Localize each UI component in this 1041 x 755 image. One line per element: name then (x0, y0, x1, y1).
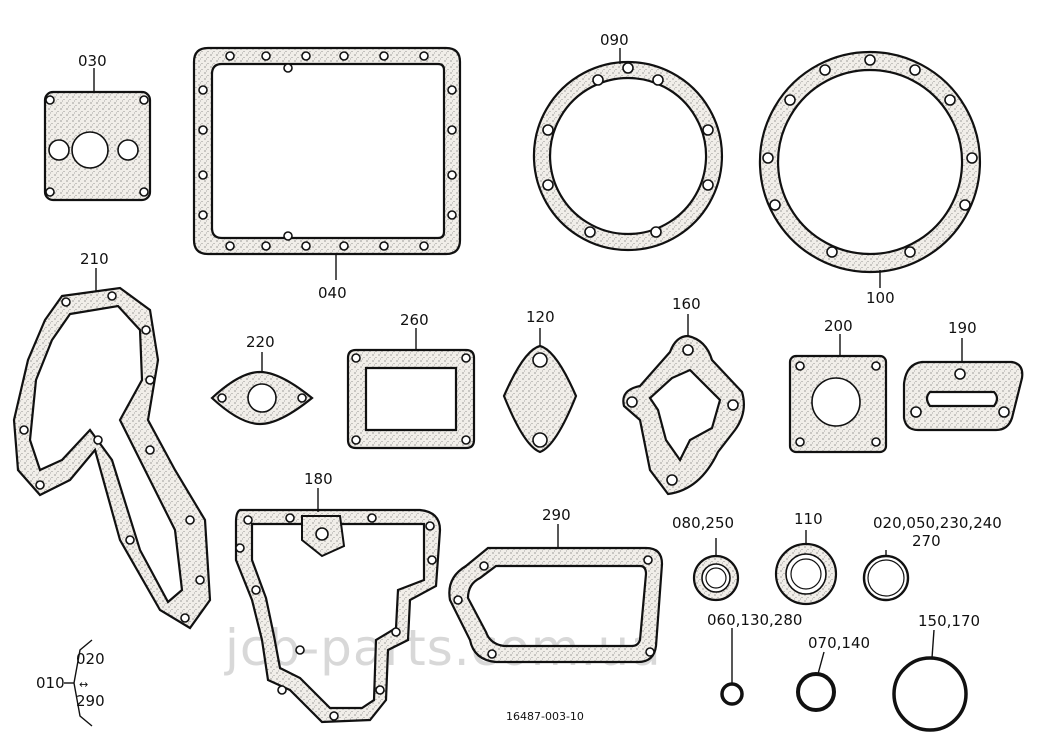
gasket-210-bolt-holes (19, 291, 205, 623)
label-270: 270 (912, 532, 941, 550)
label-150-170: 150,170 (918, 612, 980, 630)
label-160: 160 (672, 295, 701, 313)
label-190: 190 (948, 319, 977, 337)
oring-150-170 (892, 629, 968, 732)
label-200: 200 (824, 317, 853, 335)
label-210: 210 (80, 250, 109, 268)
gasket-160 (622, 314, 745, 496)
label-080-250: 080,250 (672, 514, 734, 532)
gasket-290 (448, 524, 664, 664)
gasket-180 (234, 488, 442, 724)
seal-110 (774, 530, 838, 606)
diagram-code: 16487-003-10 (506, 710, 584, 723)
label-260: 260 (400, 311, 429, 329)
oring-020-050-230-240-270 (862, 550, 910, 602)
gasket-100-bolt-holes (762, 54, 978, 258)
gasket-040-bolt-holes (198, 51, 457, 251)
label-020-050-230-240: 020,050,230,240 (873, 514, 1002, 532)
gasket-090 (532, 48, 723, 252)
oring-060-130-280 (720, 628, 744, 706)
label-180: 180 (304, 470, 333, 488)
label-set-020: 020 (76, 650, 105, 668)
gasket-190 (902, 338, 1024, 432)
label-040: 040 (318, 284, 347, 302)
oring-070-140 (796, 651, 836, 712)
label-290: 290 (542, 506, 571, 524)
gasket-090-bolt-holes (542, 62, 714, 238)
gasket-040 (192, 46, 462, 280)
gasket-180-bolt-holes (235, 513, 437, 721)
label-220: 220 (246, 333, 275, 351)
label-060-130-280: 060,130,280 (707, 611, 802, 629)
label-090: 090 (600, 31, 629, 49)
gasket-100 (758, 50, 982, 288)
label-set-range: ↔ (79, 678, 88, 691)
label-030: 030 (78, 52, 107, 70)
kit-set-bracket: 010 020 ↔ 290 (36, 639, 105, 727)
gasket-120 (502, 328, 578, 454)
seal-080-250 (692, 538, 740, 602)
gasket-210 (12, 268, 212, 630)
label-110: 110 (794, 510, 823, 528)
gasket-030 (43, 68, 152, 202)
label-120: 120 (526, 308, 555, 326)
label-100: 100 (866, 289, 895, 307)
label-070-140: 070,140 (808, 634, 870, 652)
gasket-200 (788, 334, 888, 454)
gasket-220 (210, 352, 314, 426)
label-set-010: 010 (36, 674, 65, 692)
label-set-290: 290 (76, 692, 105, 710)
gasket-260 (346, 328, 476, 450)
